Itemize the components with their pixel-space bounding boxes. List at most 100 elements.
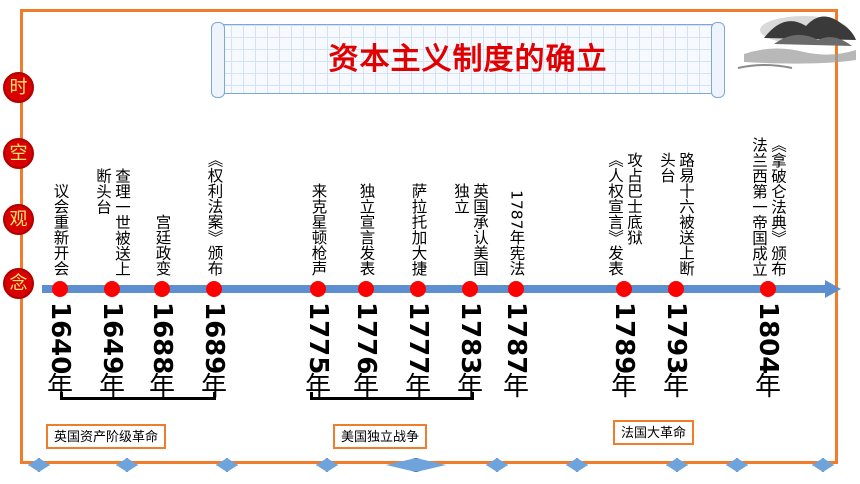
timeline-axis xyxy=(42,285,827,293)
timeline-dot xyxy=(206,281,222,297)
event-label: 《权利法案》颁布 xyxy=(205,152,224,276)
year-number: 1649 xyxy=(97,302,127,375)
page-title: 资本主义制度的确立 xyxy=(328,42,608,77)
event-label: 查理一世被送上断头台 xyxy=(93,168,131,277)
side-label-char-4: 念 xyxy=(3,268,34,299)
event-label: 《拿破仑法典》颁布法兰西第一帝国成立 xyxy=(749,137,787,277)
event-label: 来克星顿枪声 xyxy=(309,183,328,276)
year-unit: 年 xyxy=(611,372,638,403)
group-label-france: 法国大革命 xyxy=(613,420,695,445)
ink-landscape-decoration xyxy=(737,16,856,69)
diamond-shape xyxy=(316,458,338,472)
timeline-dot xyxy=(310,281,326,297)
timeline-dot xyxy=(616,281,632,297)
event-label-line: 1787年宪法 xyxy=(507,190,526,276)
year-unit: 年 xyxy=(353,372,380,403)
diamond-shape xyxy=(28,458,50,472)
year-number: 1793 xyxy=(661,302,691,375)
event-label-line: 独立宣言发表 xyxy=(357,183,376,276)
event-label-line: 查理一世被送上 xyxy=(113,167,131,277)
diamond-shape xyxy=(216,458,238,472)
year-unit: 年 xyxy=(305,372,332,403)
event-label-line: 路易十六被送上断 xyxy=(677,152,695,276)
side-label-char-3: 观 xyxy=(3,204,34,235)
side-label-char-1: 时 xyxy=(3,72,34,103)
timeline-dot xyxy=(508,281,524,297)
event-label-line: 英国承认美国 xyxy=(471,183,489,276)
event-label: 路易十六被送上断头台 xyxy=(657,152,695,276)
group-label-america: 美国独立战争 xyxy=(333,424,428,449)
timeline-dot xyxy=(154,281,170,297)
year-unit: 年 xyxy=(405,372,432,403)
event-label-line: 攻占巴士底狱 xyxy=(625,152,643,245)
event-label-line: 《拿破仑法典》颁布 xyxy=(769,136,787,277)
year-number: 1776 xyxy=(351,302,381,375)
diamond-shape xyxy=(386,458,446,472)
year-unit: 年 xyxy=(503,372,530,403)
event-label: 萨拉托加大捷 xyxy=(409,183,428,276)
year-number: 1688 xyxy=(147,302,177,375)
diamond-shape xyxy=(486,458,508,472)
year-unit: 年 xyxy=(755,372,782,403)
event-label-line: 《权利法案》颁布 xyxy=(205,152,224,276)
timeline-dot xyxy=(760,281,776,297)
event-label: 英国承认美国独立 xyxy=(451,183,489,276)
event-label-line: 来克星顿枪声 xyxy=(309,183,328,276)
title-scroll-banner xyxy=(211,22,725,98)
timeline-dot xyxy=(52,281,68,297)
event-label-line: 宫廷政变 xyxy=(153,214,172,276)
year-number: 1640 xyxy=(45,302,75,375)
year-unit: 年 xyxy=(99,372,126,403)
timeline-dot xyxy=(410,281,426,297)
bracket-england xyxy=(60,392,216,400)
timeline-dot xyxy=(358,281,374,297)
diamond-shape xyxy=(666,458,688,472)
event-label: 议会重新开会 xyxy=(51,183,70,276)
event-label-line: 头台 xyxy=(658,152,676,183)
year-number: 1789 xyxy=(609,302,639,375)
diamond-shape xyxy=(116,458,138,472)
event-label: 攻占巴士底狱《人权宣言》发表 xyxy=(605,152,643,276)
event-label-line: 断头台 xyxy=(94,167,112,215)
timeline-arrow-icon xyxy=(825,280,841,298)
event-label: 1787年宪法 xyxy=(507,190,526,276)
year-number: 1804 xyxy=(753,302,783,375)
year-number: 1787 xyxy=(501,302,531,375)
timeline-dot xyxy=(104,281,120,297)
year-number: 1775 xyxy=(303,302,333,375)
year-unit: 年 xyxy=(663,372,690,403)
event-label-line: 《人权宣言》发表 xyxy=(606,152,624,276)
timeline-dot xyxy=(668,281,684,297)
bottom-decoration xyxy=(26,458,836,476)
group-label-england: 英国资产阶级革命 xyxy=(46,424,167,449)
event-label-line: 议会重新开会 xyxy=(51,183,70,276)
year-number: 1777 xyxy=(403,302,433,375)
side-label-char-2: 空 xyxy=(3,138,34,169)
event-label: 宫廷政变 xyxy=(153,214,172,276)
diamond-shape xyxy=(812,458,834,472)
year-unit: 年 xyxy=(457,372,484,403)
event-label-line: 萨拉托加大捷 xyxy=(409,183,428,276)
event-label: 独立宣言发表 xyxy=(357,183,376,276)
year-number: 1689 xyxy=(199,302,229,375)
event-label-line: 法兰西第一帝国成立 xyxy=(750,136,768,277)
diamond-shape xyxy=(566,458,588,472)
year-number: 1783 xyxy=(455,302,485,375)
bracket-america xyxy=(310,392,474,400)
year-unit: 年 xyxy=(149,372,176,403)
event-label-line: 独立 xyxy=(452,183,470,214)
timeline-dot xyxy=(462,281,478,297)
diamond-shape xyxy=(726,458,748,472)
